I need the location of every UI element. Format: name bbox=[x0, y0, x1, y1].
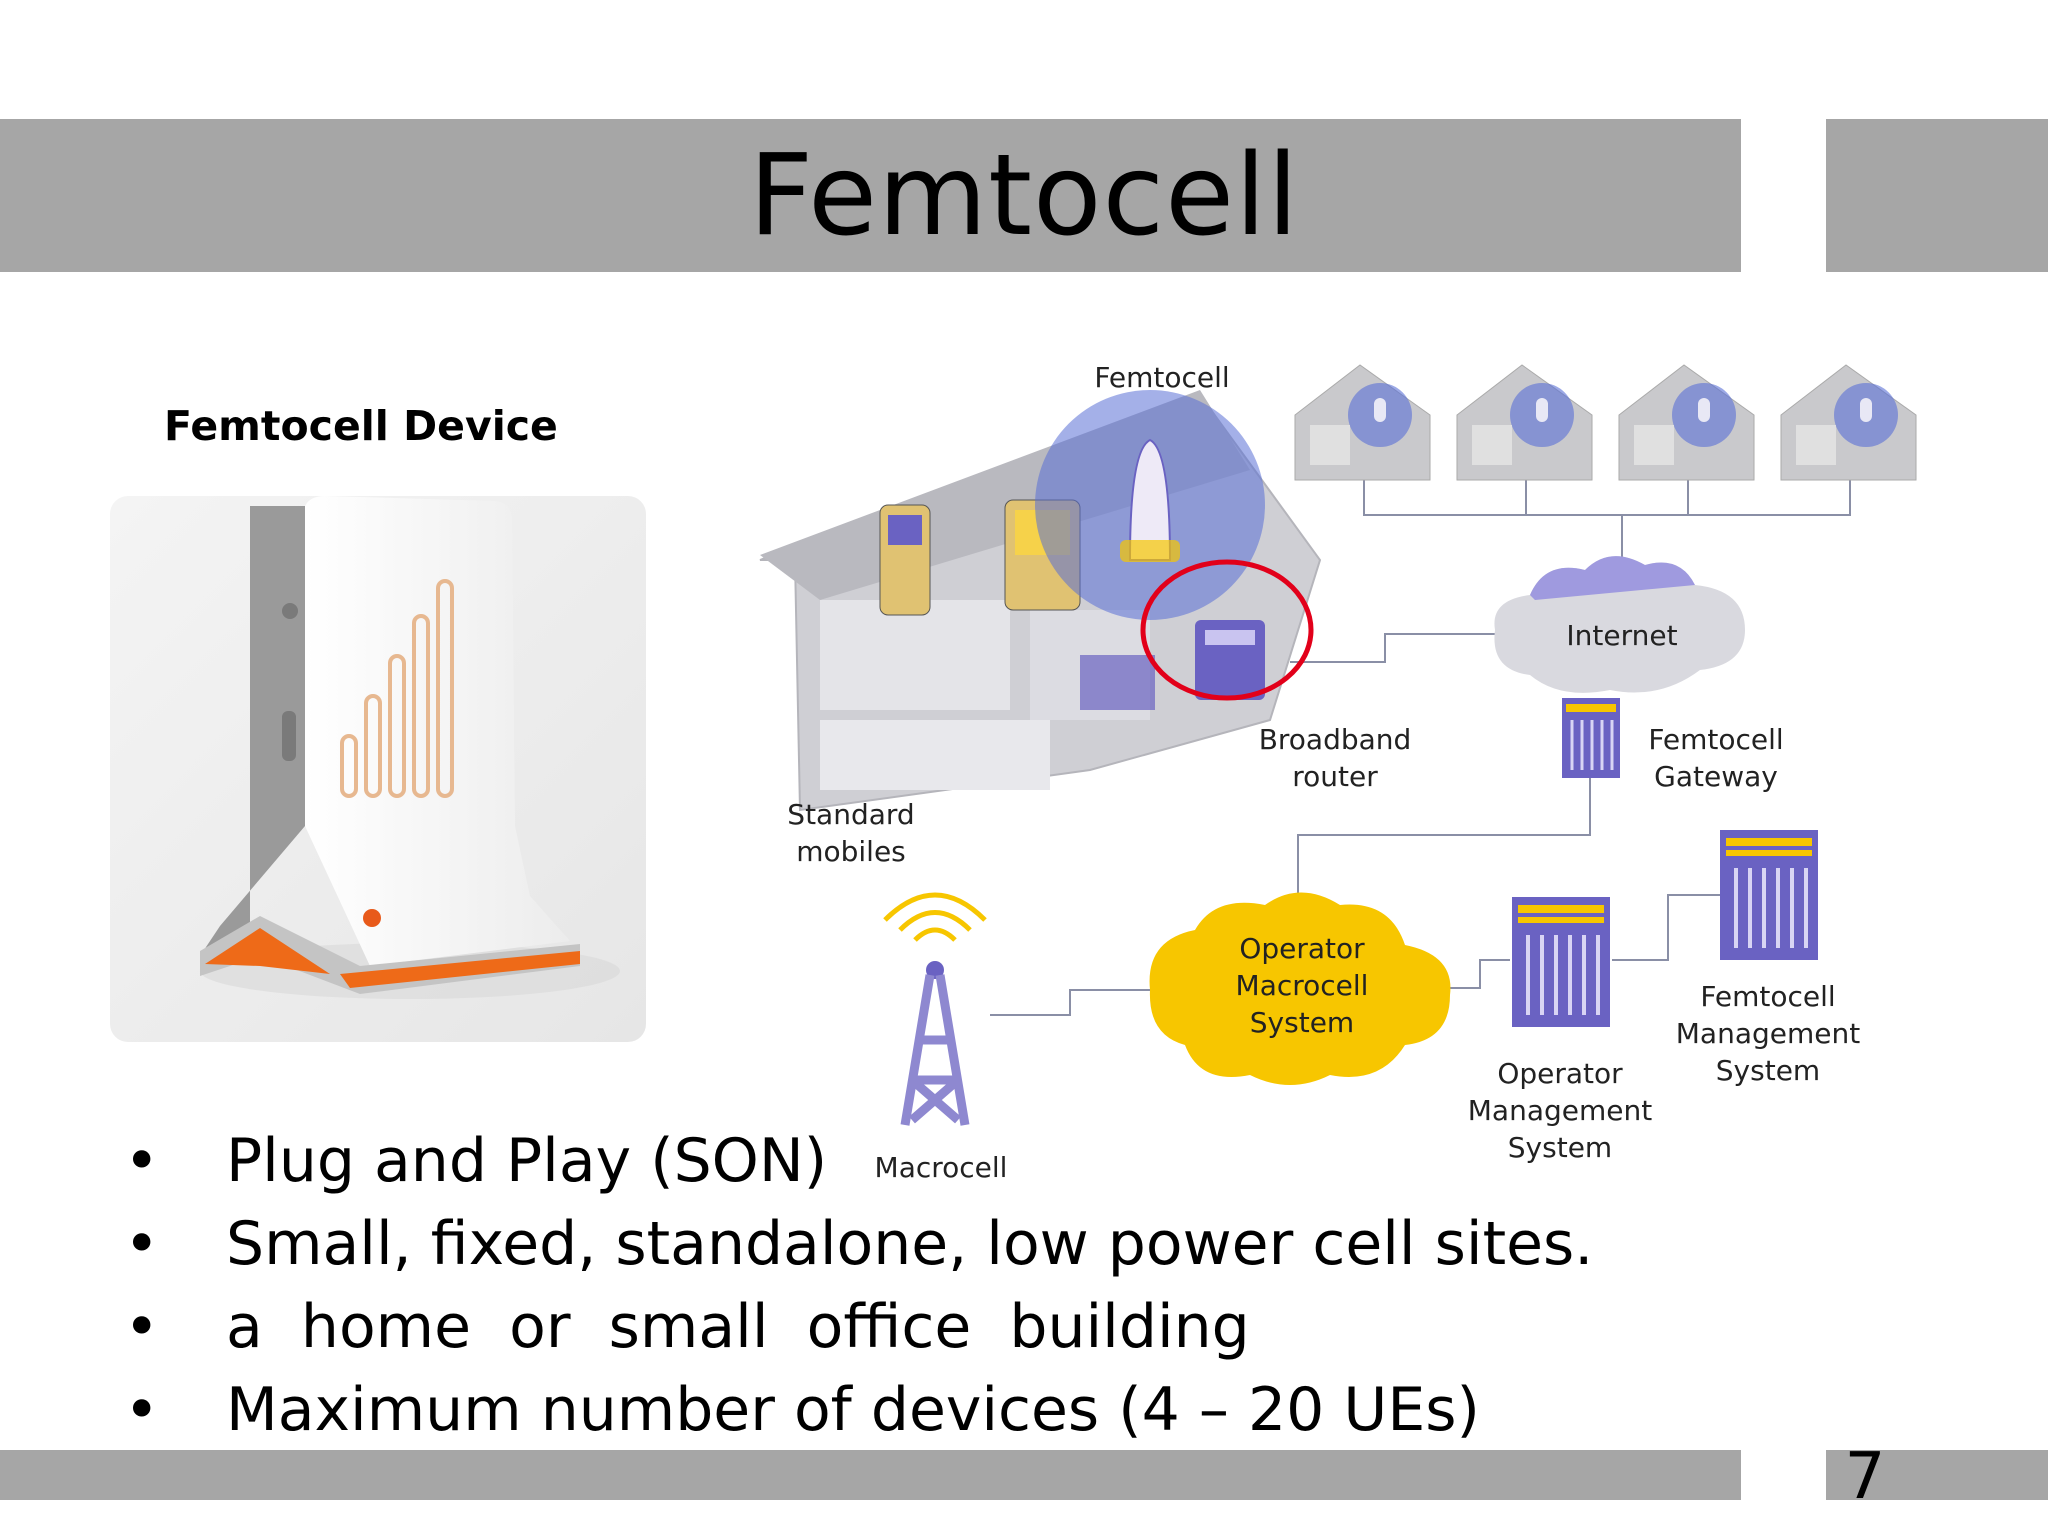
router-highlight-circle bbox=[1140, 559, 1314, 701]
macrocell-tower-icon bbox=[883, 892, 987, 1126]
label-femtocell-gateway-line1: Femtocell bbox=[1648, 723, 1783, 756]
home-icons bbox=[1294, 364, 1917, 481]
label-operator-macrocell-line1: Operator bbox=[1239, 932, 1365, 965]
femtocell-management-server bbox=[1720, 830, 1818, 960]
label-operator-management-line3: System bbox=[1508, 1131, 1612, 1164]
bullet-item: • Maximum number of devices (4 – 20 UEs) bbox=[110, 1369, 1593, 1452]
label-broadband-router-line1: Broadband bbox=[1259, 723, 1412, 756]
page-number: 7 bbox=[1844, 1440, 1886, 1514]
bullet-marker: • bbox=[124, 1292, 160, 1362]
slide-title: Femtocell bbox=[748, 130, 1300, 261]
title-band-right bbox=[1826, 119, 2048, 272]
label-broadband-router-line2: router bbox=[1292, 760, 1378, 793]
femtocell-device-illustration bbox=[200, 496, 620, 999]
bullet-list: • Plug and Play (SON) • Small, fixed, stan… bbox=[110, 1120, 1593, 1452]
label-macrocell: Macrocell bbox=[875, 1151, 1008, 1184]
label-internet: Internet bbox=[1566, 619, 1677, 652]
bullet-item: • a home or small office building bbox=[110, 1286, 1593, 1369]
internet-cloud bbox=[1494, 556, 1745, 693]
footer-band-right bbox=[1826, 1450, 2048, 1500]
home-illustration bbox=[759, 390, 1322, 812]
label-femtocell-management-line1: Femtocell bbox=[1700, 980, 1835, 1013]
label-standard-mobiles-line2: mobiles bbox=[796, 835, 906, 868]
operator-management-server bbox=[1512, 897, 1610, 1027]
bullet-text: Maximum number of devices (4 – 20 UEs) bbox=[226, 1375, 1480, 1445]
label-femtocell-management-line2: Management bbox=[1676, 1017, 1860, 1050]
bullet-text: Plug and Play (SON) bbox=[226, 1126, 828, 1196]
label-standard-mobiles-line1: Standard bbox=[787, 798, 914, 831]
label-operator-macrocell-line2: Macrocell bbox=[1236, 969, 1369, 1002]
operator-macrocell-cloud bbox=[1149, 892, 1451, 1085]
label-femtocell: Femtocell bbox=[1094, 361, 1229, 394]
label-operator-management-line2: Management bbox=[1468, 1094, 1652, 1127]
label-operator-management-line1: Operator bbox=[1497, 1057, 1623, 1090]
femtocell-device-image bbox=[110, 496, 646, 1042]
bullet-marker: • bbox=[124, 1375, 160, 1445]
femtocell-gateway-server bbox=[1562, 698, 1620, 778]
footer-band bbox=[0, 1450, 1741, 1500]
bullet-marker: • bbox=[124, 1209, 160, 1279]
bullet-item: • Small, fixed, standalone, low power cel… bbox=[110, 1203, 1593, 1286]
bullet-text: a home or small office building bbox=[226, 1292, 1250, 1362]
device-heading: Femtocell Device bbox=[164, 402, 558, 450]
bullet-text: Small, fixed, standalone, low power cell… bbox=[226, 1209, 1594, 1279]
bullet-item: • Plug and Play (SON) bbox=[110, 1120, 1593, 1203]
label-femtocell-management-line3: System bbox=[1716, 1054, 1820, 1087]
label-operator-macrocell-line3: System bbox=[1250, 1006, 1354, 1039]
bullet-marker: • bbox=[124, 1126, 160, 1196]
title-band bbox=[0, 119, 1741, 272]
label-femtocell-gateway-line2: Gateway bbox=[1654, 760, 1778, 793]
